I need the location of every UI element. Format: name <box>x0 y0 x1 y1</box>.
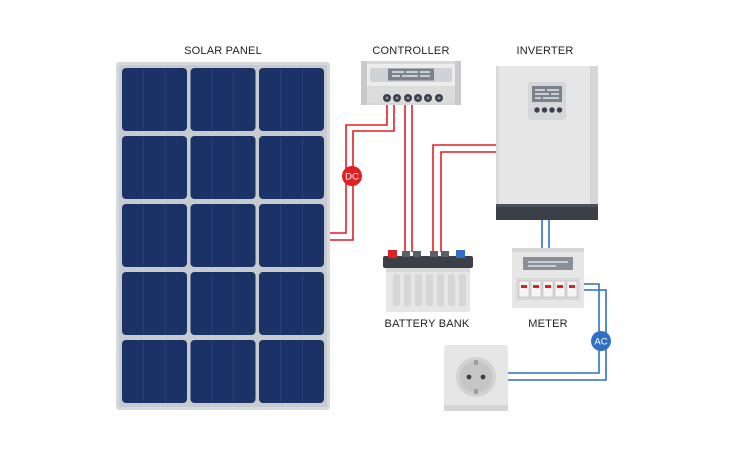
solar-panel-label: SOLAR PANEL <box>184 45 262 57</box>
dc-wires-inverter <box>432 144 496 252</box>
solar-cell <box>122 204 187 267</box>
ac-badge: AC <box>591 331 611 351</box>
solar-cell <box>122 68 187 131</box>
solar-cell <box>259 272 324 335</box>
solar-cell <box>259 136 324 199</box>
controller-label: CONTROLLER <box>372 45 449 57</box>
battery-bank-label: BATTERY BANK <box>385 318 470 330</box>
meter-display <box>523 257 573 270</box>
solar-cell <box>122 272 187 335</box>
solar-cell <box>190 340 256 403</box>
solar-cell <box>190 68 256 131</box>
solar-cell <box>259 340 324 403</box>
meter <box>512 248 584 308</box>
solar-cell <box>259 68 324 131</box>
battery-positive-terminal <box>388 250 397 258</box>
controller-screen <box>388 68 434 81</box>
dc-wires-battery <box>404 103 413 252</box>
solar-cell <box>190 204 256 267</box>
meter-label: METER <box>528 318 568 330</box>
ac-badge-text: AC <box>594 337 607 348</box>
solar-cell <box>122 136 187 199</box>
inverter-label: INVERTER <box>516 45 573 57</box>
solar-cell <box>122 340 187 403</box>
battery-bank <box>383 250 473 312</box>
wall-socket <box>444 345 508 411</box>
ac-wires-inverter <box>541 220 550 249</box>
dc-badge: DC <box>342 166 362 186</box>
solar-cell <box>259 204 324 267</box>
battery-negative-terminal <box>456 250 465 258</box>
solar-cell <box>190 136 256 199</box>
inverter <box>496 66 598 220</box>
dc-wires-panel <box>330 103 395 241</box>
solar-cell <box>190 272 256 335</box>
charge-controller <box>361 61 461 105</box>
solar-panel <box>116 62 330 410</box>
dc-badge-text: DC <box>345 172 359 183</box>
